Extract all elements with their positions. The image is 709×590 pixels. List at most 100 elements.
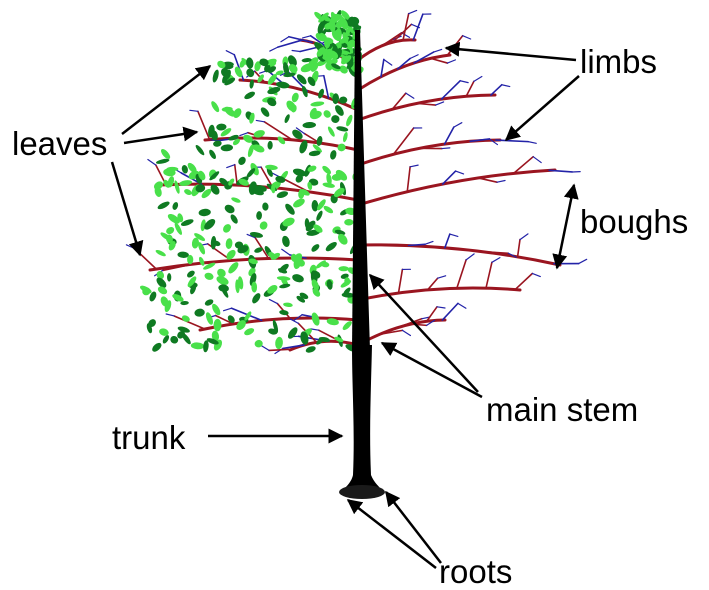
twig: [281, 37, 289, 42]
leaf: [295, 73, 308, 86]
label-leaves: leaves: [12, 127, 107, 160]
main-stem-shape: [352, 30, 370, 350]
twig: [256, 120, 264, 121]
leaf: [275, 336, 284, 349]
twig: [292, 51, 300, 52]
leaf: [327, 126, 336, 138]
twig: [447, 36, 462, 56]
twig: [384, 59, 392, 65]
limb-5: [358, 170, 555, 205]
twig: [226, 51, 234, 55]
leaf: [283, 302, 293, 308]
leaf: [177, 251, 189, 258]
leaf: [159, 147, 171, 160]
leaf: [243, 327, 255, 337]
leaf: [183, 188, 193, 196]
twig: [410, 165, 418, 167]
leaf: [276, 190, 289, 199]
twig: [502, 85, 510, 87]
twig: [520, 234, 528, 240]
leaf: [344, 219, 354, 226]
leaf: [324, 38, 330, 48]
twig: [417, 103, 436, 105]
leaf: [322, 204, 334, 214]
leaf: [254, 339, 264, 348]
twig: [528, 142, 536, 144]
leaves-arrow-2: [124, 132, 197, 143]
leaf: [157, 200, 171, 211]
leaf: [256, 211, 262, 220]
twig: [407, 167, 410, 192]
twig: [324, 76, 329, 98]
leaf: [194, 144, 205, 157]
leaf: [204, 272, 215, 281]
twig: [413, 14, 423, 40]
twig: [454, 123, 462, 127]
twig: [399, 269, 403, 293]
roots-arrow-1: [348, 500, 436, 568]
leaf: [341, 320, 353, 332]
twig: [491, 85, 502, 95]
leaf: [218, 284, 230, 293]
label-main-stem: main stem: [486, 393, 638, 426]
twig: [425, 241, 433, 244]
leaf: [221, 223, 232, 235]
leaf: [210, 100, 221, 113]
leaf: [220, 144, 233, 152]
twig: [492, 258, 500, 263]
twig: [532, 273, 540, 276]
leaf: [283, 113, 290, 123]
leaf: [194, 308, 206, 317]
leaf: [286, 326, 299, 341]
leaf: [250, 292, 262, 305]
twig: [438, 276, 446, 278]
leaf: [324, 240, 338, 253]
main-stem-arrow-2: [382, 343, 482, 397]
leaf: [305, 345, 317, 354]
twig: [190, 110, 198, 111]
leaf: [227, 261, 241, 276]
twig: [579, 259, 587, 263]
twig: [410, 55, 418, 59]
twig: [148, 159, 156, 165]
leaf: [203, 340, 210, 353]
trunk-shape: [340, 345, 384, 497]
twig: [518, 240, 520, 257]
twig: [466, 254, 474, 260]
leaf: [210, 236, 216, 250]
twig: [442, 303, 458, 320]
leaf: [204, 311, 214, 325]
leaf: [237, 155, 248, 166]
leaves-arrow-1: [122, 66, 210, 134]
leaf: [213, 319, 221, 332]
leaf: [258, 220, 269, 231]
limb-3: [358, 95, 495, 120]
twig: [437, 307, 445, 308]
leaf: [171, 201, 179, 210]
leaf: [155, 249, 167, 258]
twig: [458, 303, 466, 308]
leaf: [292, 197, 307, 209]
twig: [261, 345, 269, 350]
twig: [269, 299, 277, 303]
leaf: [191, 342, 205, 350]
leaf: [267, 141, 273, 150]
leaf: [338, 266, 348, 271]
twig: [457, 260, 466, 288]
twig: [166, 314, 174, 316]
roots-arrow-2: [386, 492, 441, 563]
twig: [126, 245, 134, 248]
leaf: [310, 101, 324, 108]
twig: [227, 165, 235, 168]
leaf: [230, 196, 241, 204]
twig: [198, 111, 210, 139]
limb-6: [358, 245, 560, 265]
leaf: [291, 273, 305, 284]
twig: [442, 148, 450, 149]
leaf: [211, 69, 219, 83]
leaf: [315, 210, 324, 222]
twig: [445, 234, 450, 248]
leaf: [281, 235, 291, 248]
leaf: [243, 90, 256, 101]
